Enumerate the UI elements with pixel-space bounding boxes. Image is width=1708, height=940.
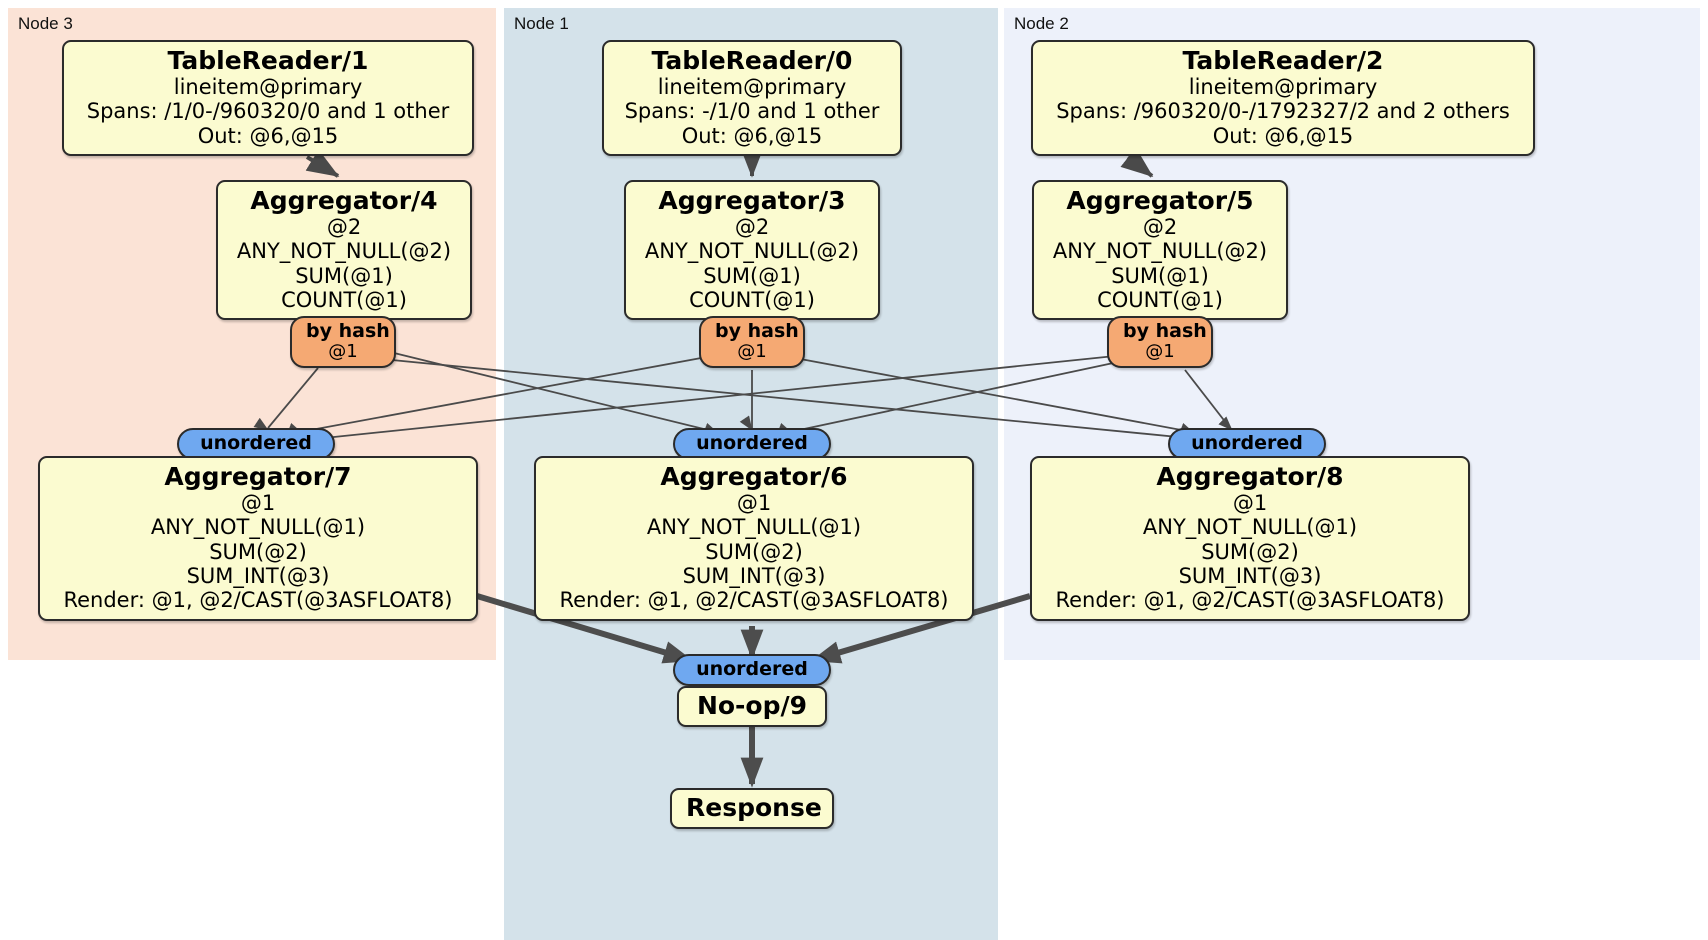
aggregator-6-agg3: SUM_INT(@3) <box>682 564 826 589</box>
processor-response[interactable]: Response <box>670 788 834 829</box>
synchronizer-node2-label: unordered <box>1191 432 1303 454</box>
tablereader-2-out: Out: @6,@15 <box>1212 123 1354 148</box>
aggregator-7-render: Render: @1, @2/CAST(@3ASFLOAT8) <box>63 588 453 613</box>
synchronizer-final[interactable]: unordered <box>673 654 831 686</box>
processor-tablereader-0[interactable]: TableReader/0 lineitem@primary Spans: -/… <box>602 40 902 157</box>
aggregator-5-title: Aggregator/5 <box>1066 186 1254 215</box>
processor-tablereader-2[interactable]: TableReader/2 lineitem@primary Spans: /9… <box>1031 40 1535 157</box>
node-panel-label-node1: Node 1 <box>514 14 569 33</box>
aggregator-4-agg1: ANY_NOT_NULL(@2) <box>236 239 452 264</box>
aggregator-8-title: Aggregator/8 <box>1156 462 1344 491</box>
synchronizer-node2[interactable]: unordered <box>1168 428 1326 460</box>
processor-aggregator-4[interactable]: Aggregator/4 @2 ANY_NOT_NULL(@2) SUM(@1)… <box>216 180 472 321</box>
hash-router-node2-label: by hash <box>1123 320 1207 342</box>
processor-tablereader-1[interactable]: TableReader/1 lineitem@primary Spans: /1… <box>62 40 474 157</box>
processor-aggregator-8[interactable]: Aggregator/8 @1 ANY_NOT_NULL(@1) SUM(@2)… <box>1030 456 1470 621</box>
tablereader-2-spans: Spans: /960320/0-/1792327/2 and 2 others <box>1056 99 1510 124</box>
tablereader-0-title: TableReader/0 <box>651 46 853 75</box>
aggregator-7-title: Aggregator/7 <box>164 462 352 491</box>
aggregator-3-agg2: SUM(@1) <box>703 263 801 288</box>
node-panel-label-node2: Node 2 <box>1014 14 1069 33</box>
hash-router-node3[interactable]: by hash @1 <box>290 316 396 368</box>
node-panel-label-node3: Node 3 <box>18 14 73 33</box>
tablereader-2-table: lineitem@primary <box>1188 75 1378 99</box>
synchronizer-final-label: unordered <box>696 658 808 680</box>
processor-aggregator-6[interactable]: Aggregator/6 @1 ANY_NOT_NULL(@1) SUM(@2)… <box>534 456 974 621</box>
aggregator-7-agg1: ANY_NOT_NULL(@1) <box>150 515 366 540</box>
aggregator-8-render: Render: @1, @2/CAST(@3ASFLOAT8) <box>1055 588 1445 613</box>
tablereader-1-title: TableReader/1 <box>167 46 369 75</box>
synchronizer-node3-label: unordered <box>200 432 312 454</box>
tablereader-0-spans: Spans: -/1/0 and 1 other <box>624 99 880 124</box>
aggregator-4-agg3: COUNT(@1) <box>281 288 407 313</box>
tablereader-2-title: TableReader/2 <box>1182 46 1384 75</box>
tablereader-0-table: lineitem@primary <box>657 75 847 99</box>
aggregator-4-title: Aggregator/4 <box>250 186 438 215</box>
processor-aggregator-7[interactable]: Aggregator/7 @1 ANY_NOT_NULL(@1) SUM(@2)… <box>38 456 478 621</box>
aggregator-4-agg2: SUM(@1) <box>295 263 393 288</box>
aggregator-8-agg3: SUM_INT(@3) <box>1178 564 1322 589</box>
aggregator-8-agg2: SUM(@2) <box>1201 539 1299 564</box>
aggregator-8-group: @1 <box>1232 491 1268 515</box>
hash-router-node3-label: by hash <box>306 320 390 342</box>
hash-router-node2-key: @1 <box>1145 340 1175 362</box>
aggregator-5-group: @2 <box>1142 215 1178 239</box>
noop-9-title: No-op/9 <box>696 691 808 720</box>
aggregator-5-agg1: ANY_NOT_NULL(@2) <box>1052 239 1268 264</box>
tablereader-1-out: Out: @6,@15 <box>197 123 339 148</box>
synchronizer-node1[interactable]: unordered <box>673 428 831 460</box>
processor-noop-9[interactable]: No-op/9 <box>677 686 827 727</box>
aggregator-6-agg2: SUM(@2) <box>705 539 803 564</box>
tablereader-0-out: Out: @6,@15 <box>681 123 823 148</box>
aggregator-3-group: @2 <box>734 215 770 239</box>
aggregator-6-group: @1 <box>736 491 772 515</box>
aggregator-8-agg1: ANY_NOT_NULL(@1) <box>1142 515 1358 540</box>
tablereader-1-spans: Spans: /1/0-/960320/0 and 1 other <box>86 99 450 124</box>
aggregator-7-agg2: SUM(@2) <box>209 539 307 564</box>
tablereader-1-table: lineitem@primary <box>173 75 363 99</box>
processor-aggregator-3[interactable]: Aggregator/3 @2 ANY_NOT_NULL(@2) SUM(@1)… <box>624 180 880 321</box>
aggregator-6-agg1: ANY_NOT_NULL(@1) <box>646 515 862 540</box>
hash-router-node3-key: @1 <box>328 340 358 362</box>
aggregator-3-title: Aggregator/3 <box>658 186 846 215</box>
hash-router-node1[interactable]: by hash @1 <box>699 316 805 368</box>
aggregator-5-agg3: COUNT(@1) <box>1097 288 1223 313</box>
response-title: Response <box>686 793 822 822</box>
hash-router-node1-label: by hash <box>715 320 799 342</box>
synchronizer-node1-label: unordered <box>696 432 808 454</box>
processor-aggregator-5[interactable]: Aggregator/5 @2 ANY_NOT_NULL(@2) SUM(@1)… <box>1032 180 1288 321</box>
hash-router-node1-key: @1 <box>737 340 767 362</box>
aggregator-4-group: @2 <box>326 215 362 239</box>
aggregator-7-group: @1 <box>240 491 276 515</box>
hash-router-node2[interactable]: by hash @1 <box>1107 316 1213 368</box>
aggregator-6-title: Aggregator/6 <box>660 462 848 491</box>
aggregator-6-render: Render: @1, @2/CAST(@3ASFLOAT8) <box>559 588 949 613</box>
aggregator-3-agg3: COUNT(@1) <box>689 288 815 313</box>
aggregator-5-agg2: SUM(@1) <box>1111 263 1209 288</box>
synchronizer-node3[interactable]: unordered <box>177 428 335 460</box>
aggregator-7-agg3: SUM_INT(@3) <box>186 564 330 589</box>
aggregator-3-agg1: ANY_NOT_NULL(@2) <box>644 239 860 264</box>
